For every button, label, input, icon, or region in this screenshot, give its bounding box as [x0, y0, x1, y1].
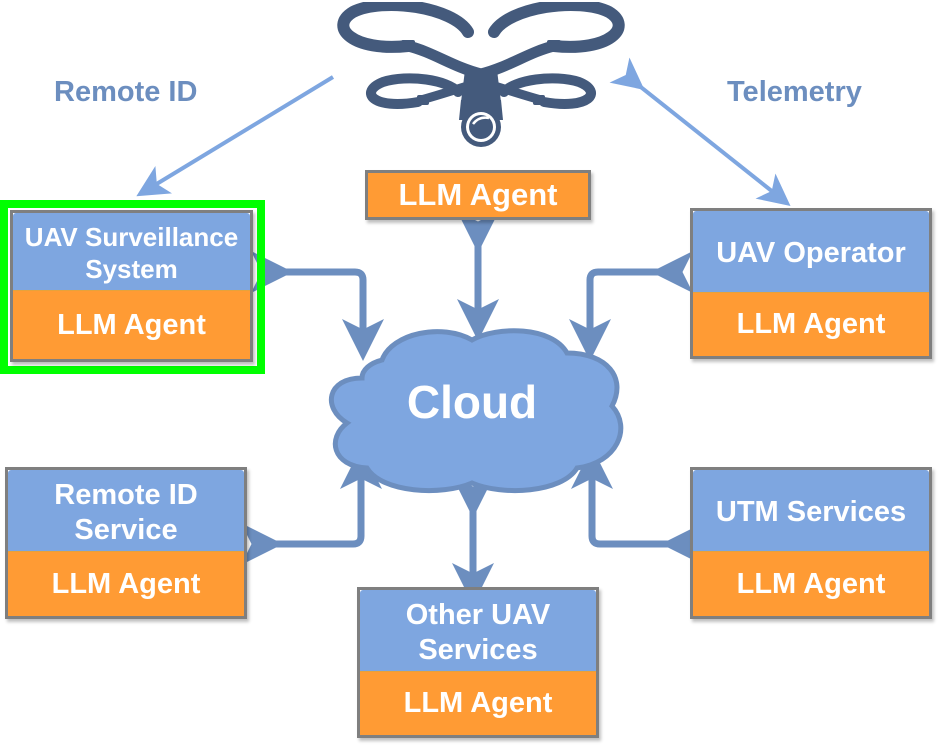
- utm-services-node[interactable]: UTM Services LLM Agent: [690, 467, 932, 619]
- uav-operator-llm-agent: LLM Agent: [693, 292, 929, 356]
- remote-id-arrow: [136, 75, 335, 197]
- uav-surveillance-llm-agent: LLM Agent: [13, 290, 250, 359]
- uav-surveillance-system-title: UAV Surveillance System: [13, 213, 250, 294]
- remote-id-service-llm-agent: LLM Agent: [8, 551, 244, 616]
- cloud-label: Cloud: [406, 376, 538, 428]
- telemetry-label: Telemetry: [727, 76, 862, 108]
- title-line-1: Other UAV: [405, 598, 551, 631]
- title-line-2: Services: [418, 633, 538, 666]
- title-line-2: System: [85, 253, 178, 284]
- uav-llm-agent: LLM Agent: [365, 170, 591, 220]
- drone-icon: [337, 2, 625, 147]
- remote-id-label: Remote ID: [54, 76, 198, 108]
- remote-id-service-cloud-arrow: [241, 447, 382, 565]
- other-uav-services-llm-agent: LLM Agent: [360, 671, 596, 735]
- selection-highlight: [0, 200, 265, 374]
- remote-id-service-title: Remote ID Service: [8, 470, 244, 555]
- title-line-1: UAV Surveillance: [24, 222, 239, 253]
- other-uav-services-node[interactable]: Other UAV Services LLM Agent: [357, 587, 599, 738]
- title-line-2: Service: [74, 513, 178, 546]
- utm-services-llm-agent: LLM Agent: [693, 551, 929, 616]
- operator-cloud-arrow: [569, 251, 693, 361]
- telemetry-arrow: [609, 57, 791, 206]
- uav-operator-node[interactable]: UAV Operator LLM Agent: [690, 208, 932, 359]
- title-line-1: Remote ID: [54, 478, 198, 511]
- remote-id-service-node[interactable]: Remote ID Service LLM Agent: [5, 467, 247, 619]
- utm-cloud-arrow: [571, 447, 703, 565]
- cloud-shape: [328, 328, 624, 493]
- surveillance-cloud-arrow: [251, 251, 384, 361]
- uav-surveillance-system-node[interactable]: UAV Surveillance System LLM Agent: [10, 210, 253, 362]
- utm-services-title: UTM Services: [693, 470, 929, 555]
- other-uav-services-title: Other UAV Services: [360, 590, 596, 675]
- uav-operator-title: UAV Operator: [693, 211, 929, 296]
